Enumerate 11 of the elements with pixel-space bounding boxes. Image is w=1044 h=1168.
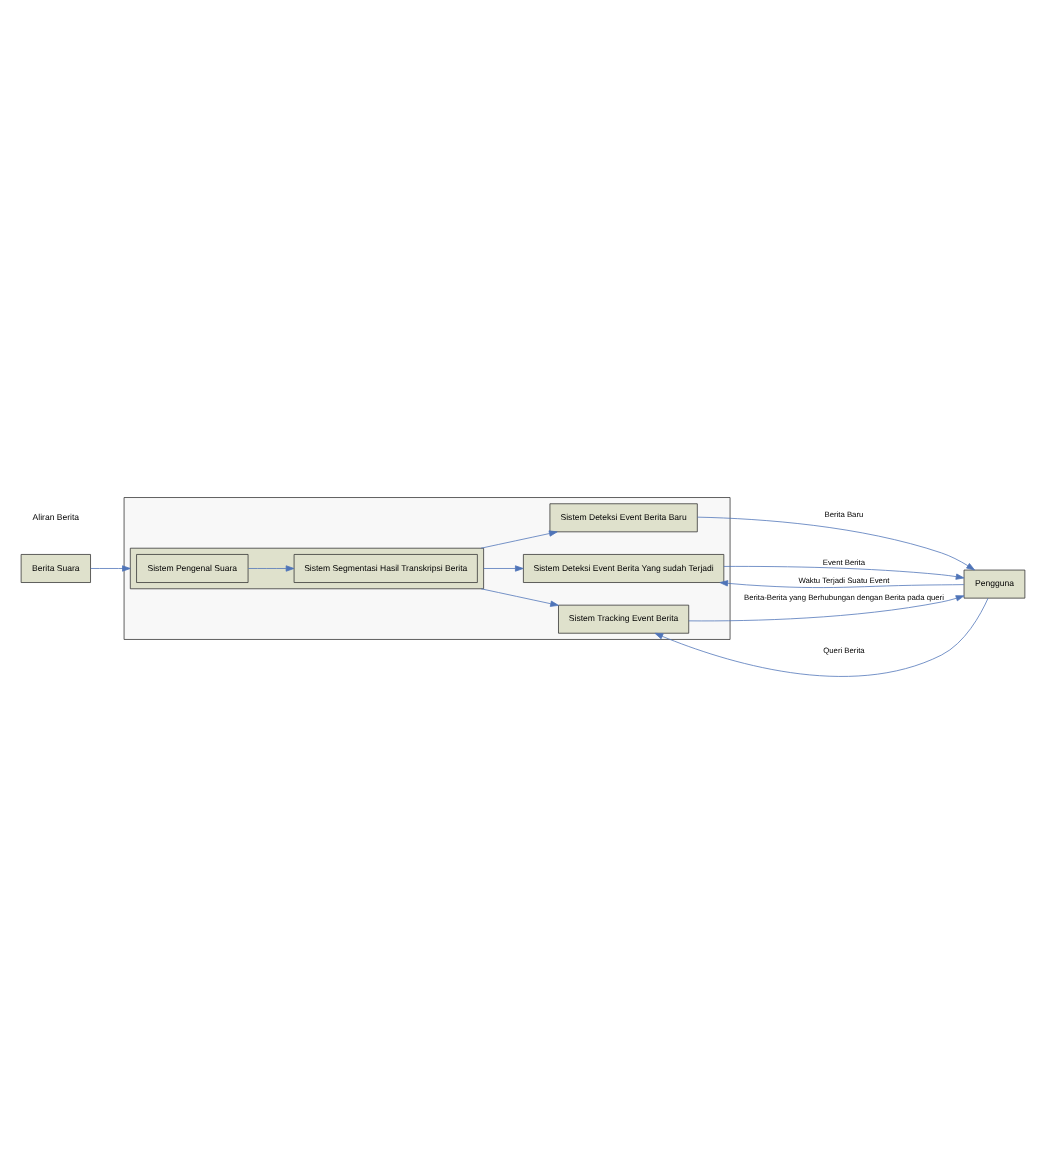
arrow	[718, 580, 964, 588]
arrow	[246, 565, 294, 572]
arrow	[722, 566, 964, 580]
arrow	[696, 516, 974, 571]
arrow	[479, 588, 558, 607]
arrow	[479, 530, 557, 549]
arrow	[653, 597, 988, 677]
arrow	[482, 565, 523, 572]
arrow	[89, 565, 130, 572]
cluster	[128, 547, 483, 590]
arrow	[687, 595, 964, 622]
